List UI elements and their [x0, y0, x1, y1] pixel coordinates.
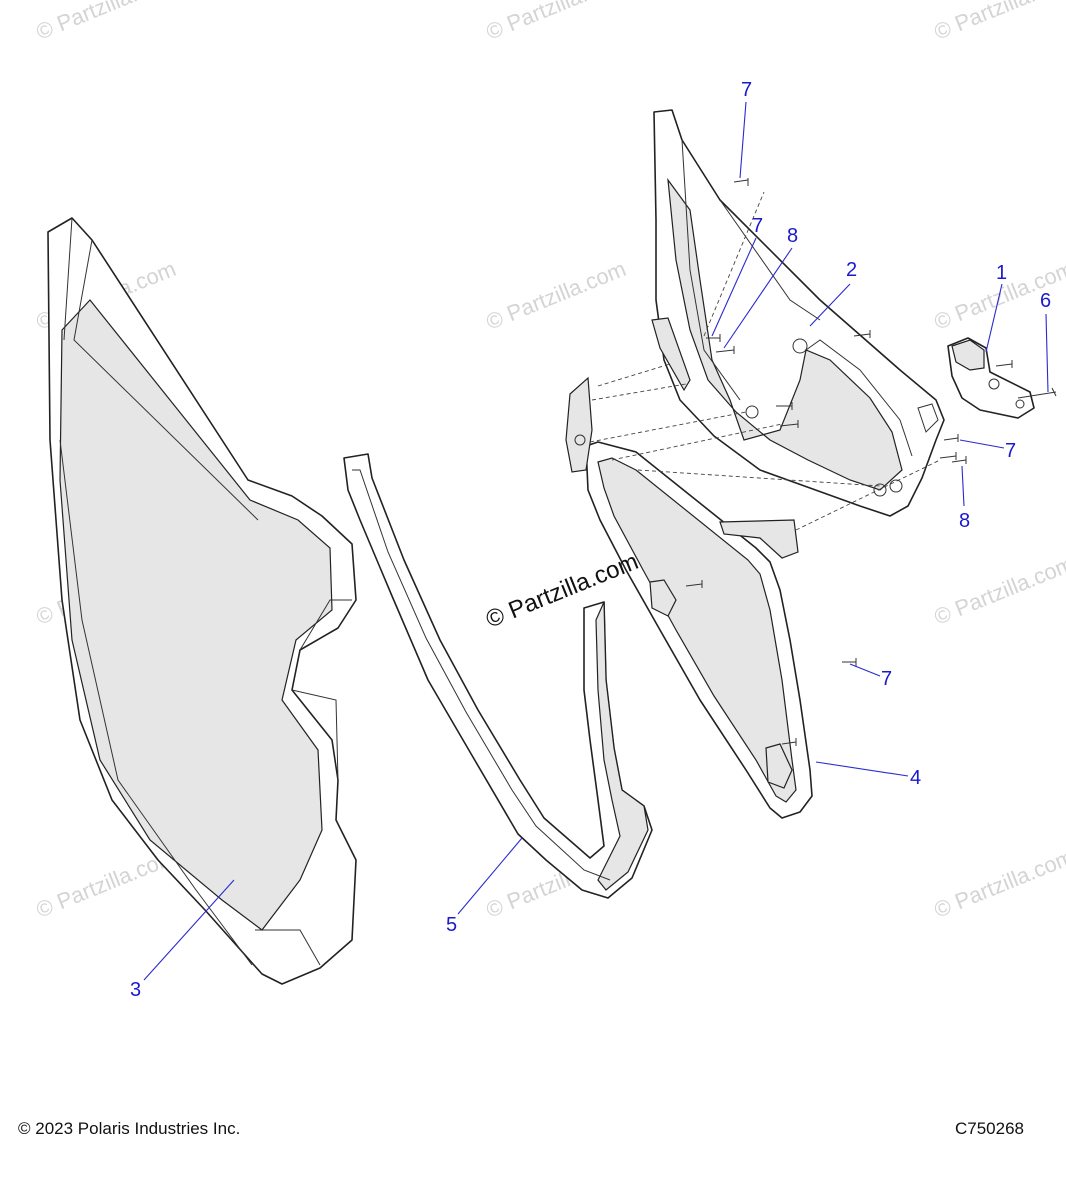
callout-8-lower[interactable]: 8: [959, 510, 970, 532]
watermark-lr: © Partzilla.com: [931, 551, 1066, 630]
assembly-lines: [589, 191, 941, 531]
callout-7-upper[interactable]: 7: [752, 215, 763, 237]
watermark-center: © Partzilla.com: [482, 548, 642, 634]
callout-1[interactable]: 1: [996, 262, 1007, 284]
part-3-door-panel[interactable]: [47, 217, 357, 985]
diagram-reference-code: C750268: [954, 1119, 1024, 1138]
callout-5[interactable]: 5: [446, 914, 457, 936]
copyright-text: © 2023 Polaris Industries Inc.: [18, 1119, 241, 1138]
callout-3[interactable]: 3: [130, 979, 141, 1001]
watermark-br: © Partzilla.com: [931, 844, 1066, 923]
callout-6[interactable]: 6: [1040, 290, 1051, 312]
watermark-tl: © Partzilla.com: [33, 0, 180, 45]
fastener-group: [685, 178, 1057, 746]
callout-4[interactable]: 4: [910, 767, 921, 789]
part-1-door-latch[interactable]: [947, 337, 1035, 419]
part-4-door-frame[interactable]: [565, 376, 813, 819]
callout-7-right[interactable]: 7: [1005, 440, 1016, 462]
callout-8-upper[interactable]: 8: [787, 225, 798, 247]
callout-group: 1 2 3 4 5 6 7 7 7 7 8 8: [130, 79, 1051, 1001]
watermark-mc: © Partzilla.com: [483, 256, 630, 335]
callout-2[interactable]: 2: [846, 259, 857, 281]
leader-lines: [143, 101, 1049, 981]
watermark-tc: © Partzilla.com: [483, 0, 630, 45]
callout-7-lower[interactable]: 7: [881, 668, 892, 690]
part-2-door-inner-frame[interactable]: [651, 109, 945, 517]
callout-7-top[interactable]: 7: [741, 79, 752, 101]
part-5-door-seal[interactable]: [343, 453, 653, 899]
watermark-tr: © Partzilla.com: [931, 0, 1066, 45]
